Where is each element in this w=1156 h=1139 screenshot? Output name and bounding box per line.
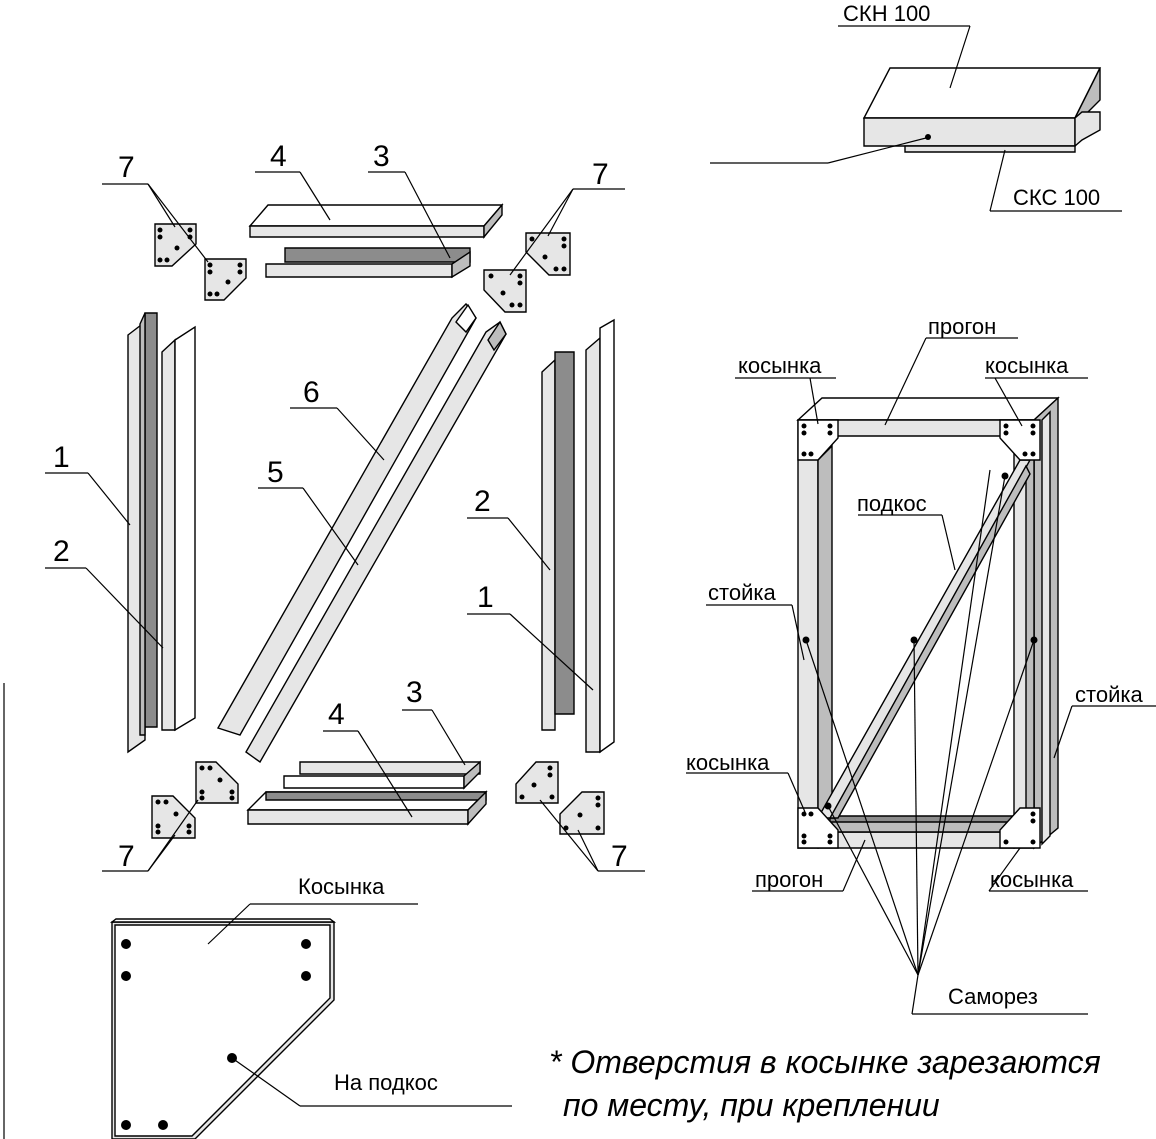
label-stoyka-right: стойка xyxy=(1075,682,1143,707)
gusset-small-3 xyxy=(525,232,571,276)
label-progon-bottom: прогон xyxy=(755,867,823,892)
part-1-left xyxy=(127,312,158,754)
label-3-top: 3 xyxy=(373,140,390,173)
gusset-title: Косынка xyxy=(298,874,385,899)
label-7-tr: 7 xyxy=(592,158,609,191)
note-line-1: * Отверстия в косынке зарезаются xyxy=(549,1044,1101,1080)
label-samorez: Саморез xyxy=(948,984,1038,1009)
part-6 xyxy=(216,302,477,736)
label-progon-top: прогон xyxy=(928,314,996,339)
label-kosynka-tr: косынка xyxy=(985,353,1069,378)
label-7-br: 7 xyxy=(611,840,628,873)
label-3-bottom: 3 xyxy=(406,676,423,709)
note-line-2: по месту, при креплении xyxy=(563,1087,940,1123)
assembled-frame xyxy=(796,396,1060,850)
profile-drawing xyxy=(862,67,1102,153)
part-5 xyxy=(245,320,507,764)
label-1-right: 1 xyxy=(477,581,494,614)
profile-top-label: СКН 100 xyxy=(843,1,930,26)
label-2-left: 2 xyxy=(53,535,70,568)
label-kosynka-bl: косынка xyxy=(686,750,770,775)
gusset-detail xyxy=(109,918,337,1139)
label-2-right: 2 xyxy=(474,485,491,518)
label-1-left: 1 xyxy=(53,441,70,474)
label-stoyka-left: стойка xyxy=(708,580,776,605)
label-kosynka-tl: косынка xyxy=(738,353,822,378)
gusset-small-1 xyxy=(154,223,197,267)
profile-bottom-label: СКС 100 xyxy=(1013,185,1100,210)
gusset-small-4 xyxy=(483,269,527,313)
gusset-small-5 xyxy=(195,761,239,804)
part-2-left xyxy=(161,325,196,732)
gusset-small-8 xyxy=(559,791,605,835)
part-4-top xyxy=(248,203,504,239)
label-6: 6 xyxy=(303,376,320,409)
label-4-top: 4 xyxy=(270,140,287,173)
label-5: 5 xyxy=(267,456,284,489)
label-7-tl: 7 xyxy=(118,151,135,184)
label-7-bl: 7 xyxy=(118,840,135,873)
gusset-brace-hole-label: На подкос xyxy=(334,1070,438,1095)
part-4-bottom xyxy=(246,790,488,826)
gusset-small-6 xyxy=(151,795,196,839)
part-1-right xyxy=(585,318,615,754)
gusset-small-7 xyxy=(515,761,559,804)
part-3-top xyxy=(265,247,471,279)
label-podkos: подкос xyxy=(857,491,927,516)
label-4-bottom: 4 xyxy=(328,698,345,731)
part-3-bottom xyxy=(283,760,481,790)
gusset-small-2 xyxy=(204,258,247,301)
part-2-right xyxy=(541,351,575,731)
label-kosynka-br: косынка xyxy=(990,867,1074,892)
